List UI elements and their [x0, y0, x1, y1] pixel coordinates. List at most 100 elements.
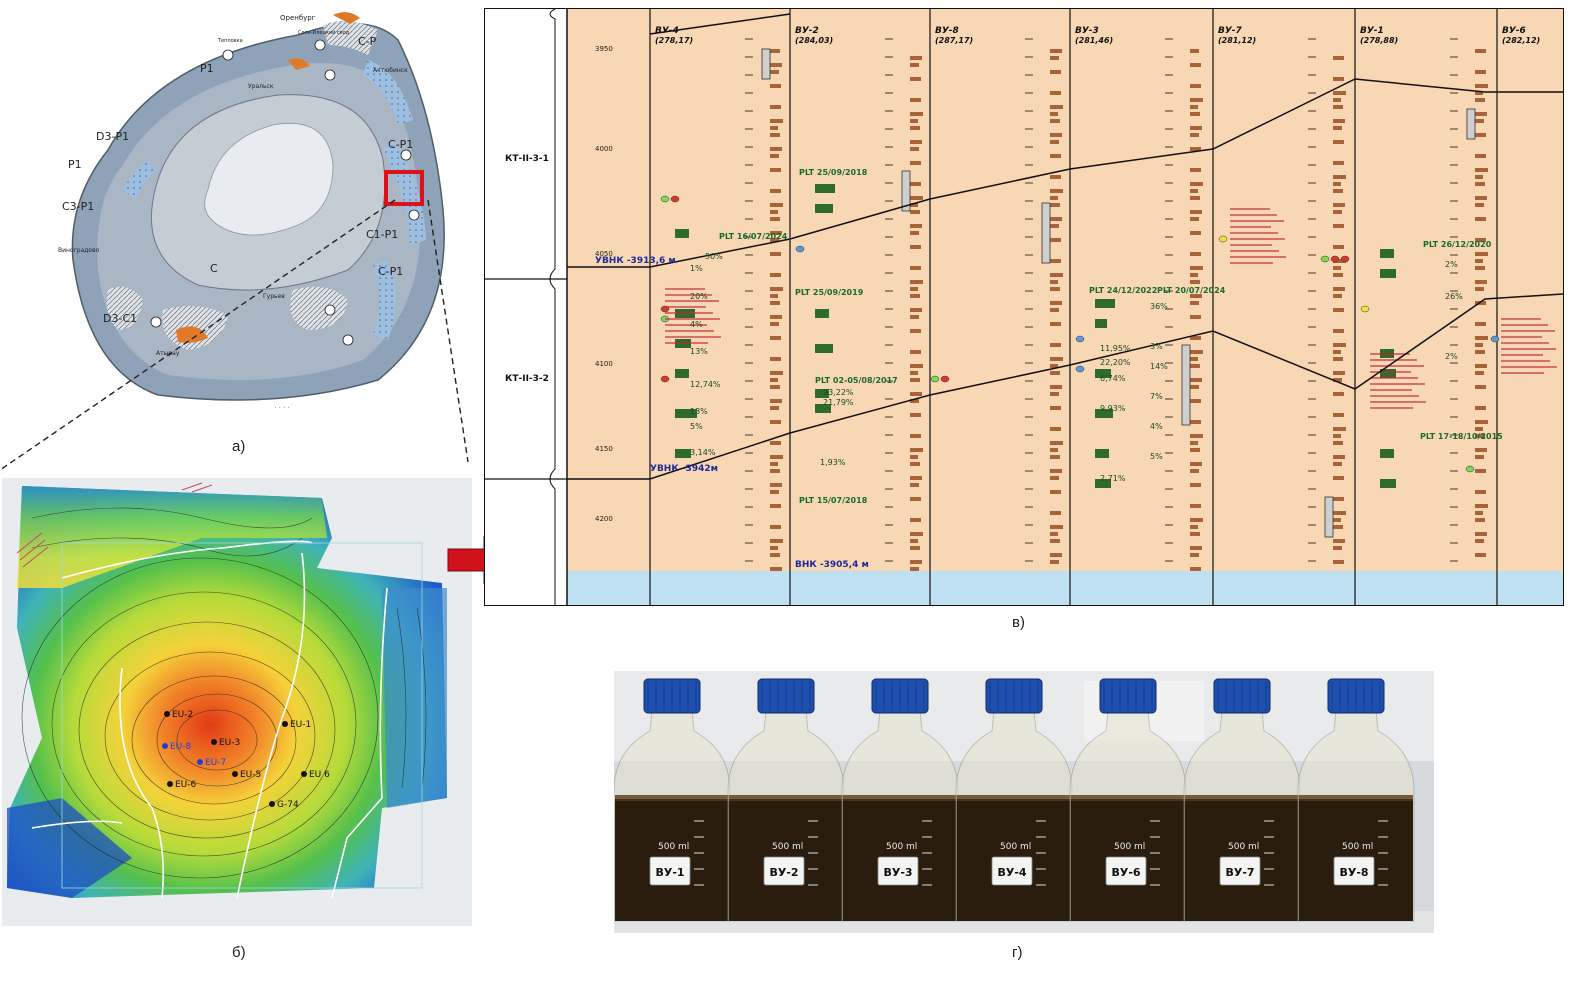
plt-percent: 36% — [1150, 302, 1168, 311]
plt-percent: 4% — [1150, 422, 1163, 431]
plt-percent: 93,22% — [823, 388, 854, 397]
bottle-label: ВУ-4 — [997, 866, 1026, 879]
well-name: ВУ-1 — [1360, 26, 1384, 36]
svg-text:EU-8: EU-8 — [170, 742, 192, 752]
bottle-label: ВУ-2 — [769, 866, 798, 879]
svg-text:EU-7: EU-7 — [205, 758, 226, 768]
plt-percent: 12,74% — [690, 380, 721, 389]
plt-percent: 1,93% — [820, 458, 846, 467]
plt-label: PLT 02-05/08/2017 — [815, 376, 898, 385]
oil-bottle: 500 ml ВУ-8 — [1297, 678, 1415, 922]
plt-percent: 9,93% — [1100, 404, 1126, 413]
volume-marking: 500 ml — [1342, 842, 1373, 852]
plt-percent: 26% — [1445, 292, 1463, 301]
svg-text:EU-6: EU-6 — [175, 780, 197, 790]
volume-marking: 500 ml — [772, 842, 803, 852]
svg-text:Виноградово: Виноградово — [58, 247, 100, 254]
well-elevation: (278,88) — [1360, 36, 1398, 45]
depth-tick: 4050 — [595, 250, 613, 258]
oil-bottle: 500 ml ВУ-2 — [727, 678, 845, 922]
depth-tick: 4150 — [595, 445, 613, 453]
svg-text:C3-P1: C3-P1 — [62, 200, 94, 213]
well-elevation: (281,12) — [1218, 36, 1256, 45]
svg-text:Актюбинск: Актюбинск — [373, 67, 408, 74]
plt-label: PLT 25/09/2018 — [799, 168, 868, 177]
well-elevation: (278,17) — [655, 36, 693, 45]
svg-text:Уральск: Уральск — [248, 83, 274, 90]
structure-map: EU-2 EU-8 EU-3 EU-7 EU-1 EU-6 EU 6 EU-5 … — [7, 482, 447, 899]
svg-text:Гурьев: Гурьев — [263, 293, 285, 300]
caption-b: б) — [232, 944, 246, 961]
svg-text:EU-2: EU-2 — [172, 710, 193, 720]
svg-text:D3-C1: D3-C1 — [103, 312, 137, 325]
plt-percent: 2% — [1445, 352, 1458, 361]
depth-tick: 4100 — [595, 360, 613, 368]
bottles-illustration: 500 ml ВУ-1 500 ml ВУ-2 500 ml ВУ-3 500 ml ВУ-4… — [614, 671, 1434, 933]
svg-text:C1-P1: C1-P1 — [366, 228, 398, 241]
oil-samples-photo: 500 ml ВУ-1 500 ml ВУ-2 500 ml ВУ-3 500 ml ВУ-4… — [614, 671, 1434, 933]
svg-text:C: C — [210, 262, 218, 275]
bottle-label: ВУ-8 — [1339, 866, 1368, 879]
svg-text:C-P1: C-P1 — [388, 138, 413, 151]
svg-text:EU-1: EU-1 — [290, 720, 311, 730]
caption-g: г) — [1012, 944, 1023, 961]
plt-percent: 22,20% — [1100, 358, 1131, 367]
plt-percent: 3% — [1150, 342, 1163, 351]
oil-bottle: 500 ml ВУ-4 — [955, 678, 1073, 922]
svg-text:P1: P1 — [200, 62, 214, 75]
volume-marking: 500 ml — [1000, 842, 1031, 852]
well-name: ВУ-2 — [795, 26, 819, 36]
regional-map-panel: Оренбург Соль-Илецкий свод Тепловка Урал… — [48, 0, 468, 415]
well-name: ВУ-8 — [935, 26, 959, 36]
plt-label: PLT 26/12/2020 — [1423, 240, 1492, 249]
plt-percent: 5% — [690, 422, 703, 431]
zone-label: КТ-II-3-2 — [505, 374, 549, 384]
well-elevation: (281,46) — [1075, 36, 1113, 45]
svg-text:Тепловка: Тепловка — [217, 38, 243, 44]
volume-marking: 500 ml — [1114, 842, 1145, 852]
svg-text:C-P1: C-P1 — [378, 265, 403, 278]
plt-percent: 7% — [1150, 392, 1163, 401]
study-area-highlight — [384, 170, 424, 206]
plt-percent: 21,79% — [823, 398, 854, 407]
bottle-label: ВУ-6 — [1111, 866, 1140, 879]
depth-tick: 4200 — [595, 515, 613, 523]
svg-text:P1: P1 — [68, 158, 82, 171]
plt-label: PLT 20/07/2024 — [1157, 286, 1226, 295]
svg-text:C-P: C-P — [358, 35, 377, 48]
bottle-label: ВУ-1 — [655, 866, 684, 879]
svg-text:EU-3: EU-3 — [219, 738, 240, 748]
svg-text:EU-5: EU-5 — [240, 770, 261, 780]
well-elevation: (287,17) — [935, 36, 973, 45]
contact-label: УВНК -3913,6 м — [595, 256, 676, 266]
plt-percent: 13% — [690, 347, 708, 356]
city-label: Оренбург — [280, 14, 316, 22]
plt-percent: 3,14% — [690, 448, 716, 457]
well-elevation: (282,12) — [1502, 36, 1540, 45]
zone-label: КТ-II-3-1 — [505, 154, 549, 164]
oil-bottle: 500 ml ВУ-3 — [841, 678, 959, 922]
caption-a: а) — [232, 438, 246, 455]
volume-marking: 500 ml — [658, 842, 689, 852]
svg-text:Соль-Илецкий свод: Соль-Илецкий свод — [298, 29, 350, 36]
svg-text:D3-P1: D3-P1 — [96, 130, 129, 143]
well-name: ВУ-7 — [1218, 26, 1243, 36]
plt-percent: 13% — [690, 407, 708, 416]
plt-label: PLT 16/07/2024 — [719, 232, 788, 241]
plt-label: PLT 25/09/2019 — [795, 288, 864, 297]
caption-v: в) — [1012, 614, 1025, 631]
plt-label: PLT 15/07/2018 — [799, 496, 868, 505]
plt-percent: 20% — [690, 292, 708, 301]
well-elevation: (284,03) — [795, 36, 833, 45]
plt-percent: 5% — [1150, 452, 1163, 461]
well-correlation-chart: КТ-II-3-1 КТ-II-3-2 39504000405041004150… — [485, 8, 1564, 605]
volume-marking: 500 ml — [886, 842, 917, 852]
plt-label: PLT 17-18/10/2015 — [1420, 432, 1503, 441]
plt-percent: 4% — [690, 320, 703, 329]
well-name: ВУ-3 — [1075, 26, 1099, 36]
plt-percent: 14% — [1150, 362, 1168, 371]
svg-text:G-74: G-74 — [277, 800, 299, 810]
regional-map: Оренбург Соль-Илецкий свод Тепловка Урал… — [58, 12, 445, 412]
bottle-label: ВУ-3 — [883, 866, 912, 879]
